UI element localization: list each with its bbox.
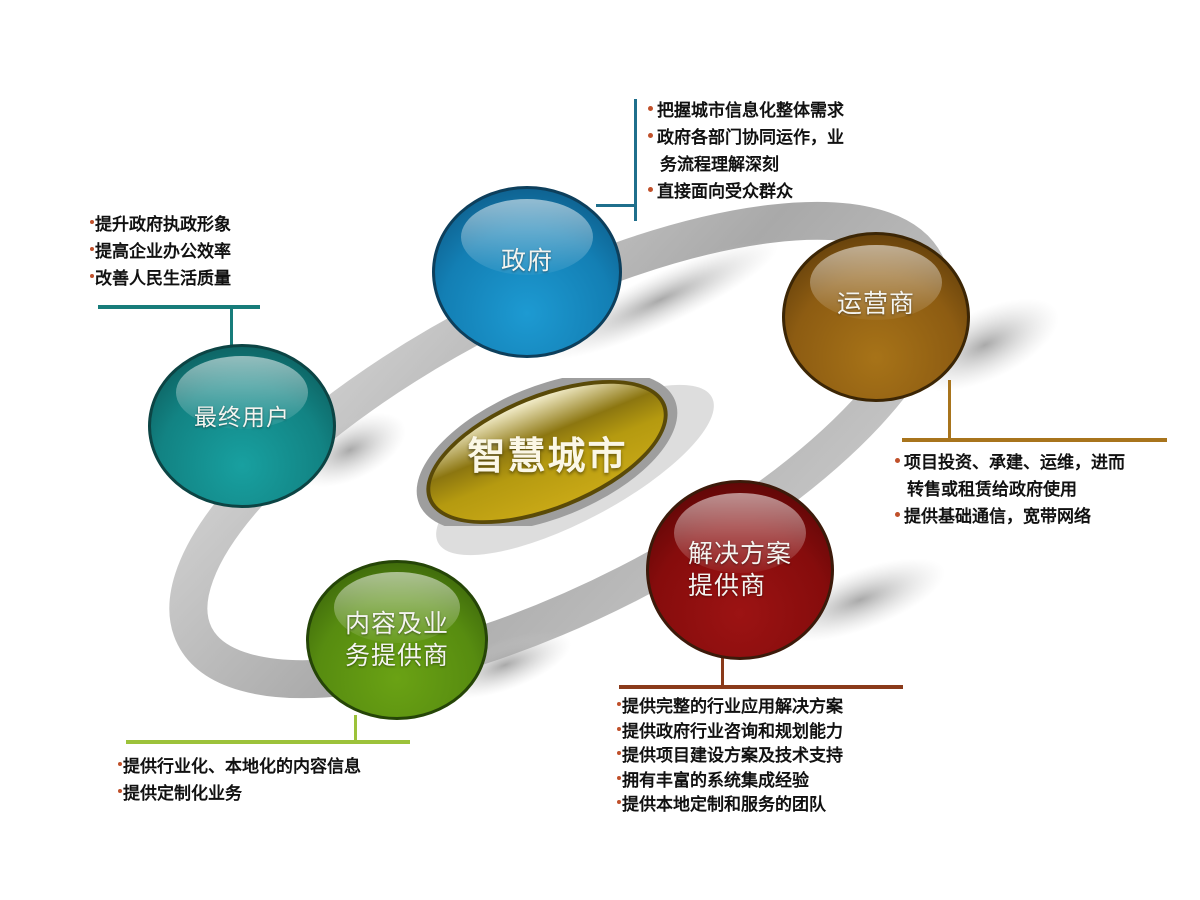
node-solution-provider: 解决方案 提供商 <box>646 480 834 660</box>
bullet-icon <box>617 800 621 804</box>
callout-item: 政府各部门协同运作，业 <box>648 125 844 152</box>
callout-text: 提供完整的行业应用解决方案 <box>622 697 843 717</box>
callout-text: 改善人民生活质量 <box>95 269 231 289</box>
bullet-icon <box>617 702 621 706</box>
bullet-icon <box>895 457 900 463</box>
callout-text: 提供本地定制和服务的团队 <box>622 795 826 815</box>
node-government: 政府 <box>432 186 622 358</box>
node-solution-provider-label: 解决方案 提供商 <box>687 539 792 600</box>
center-ellipse-shape <box>416 378 678 526</box>
callout-text-continuation: 务流程理解深刻 <box>660 155 779 175</box>
bullet-icon <box>118 789 122 793</box>
government-connector-vertical <box>634 99 637 221</box>
callout-text: 直接面向受众群众 <box>657 182 793 202</box>
callout-text: 提供项目建设方案及技术支持 <box>622 746 843 766</box>
bullet-icon <box>90 274 94 278</box>
callout-text: 提供行业化、本地化的内容信息 <box>123 757 361 777</box>
callout-text: 提供基础通信，宽带网络 <box>904 507 1091 527</box>
center-smart-city: 智慧城市 <box>405 378 690 526</box>
callout-item: 提供完整的行业应用解决方案 <box>617 695 843 720</box>
callout-operator: 项目投资、承建、运维，进而 转售或租赁给政府使用 提供基础通信，宽带网络 <box>895 450 1125 531</box>
callout-item: 提升政府执政形象 <box>90 212 231 239</box>
node-end-user-label: 最终用户 <box>194 405 290 431</box>
end-user-connector-horizontal <box>98 305 260 309</box>
callout-item: 改善人民生活质量 <box>90 266 231 293</box>
bullet-icon <box>895 511 900 517</box>
callout-item: 直接面向受众群众 <box>648 179 844 206</box>
bullet-icon <box>617 751 621 755</box>
callout-item: 提供政府行业咨询和规划能力 <box>617 720 843 745</box>
callout-text: 提高企业办公效率 <box>95 242 231 262</box>
callout-text: 项目投资、承建、运维，进而 <box>904 453 1125 473</box>
solution-connector-vertical <box>721 658 724 688</box>
callout-item: 提高企业办公效率 <box>90 239 231 266</box>
callout-item: 提供项目建设方案及技术支持 <box>617 744 843 769</box>
operator-connector-vertical <box>948 380 951 440</box>
node-government-label: 政府 <box>500 246 553 275</box>
callout-government: 把握城市信息化整体需求 政府各部门协同运作，业 务流程理解深刻 直接面向受众群众 <box>648 98 844 206</box>
callout-text-continuation: 转售或租赁给政府使用 <box>907 480 1077 500</box>
callout-item: 提供本地定制和服务的团队 <box>617 793 843 818</box>
callout-text: 提升政府执政形象 <box>95 215 231 235</box>
bullet-icon <box>648 105 653 111</box>
content-connector-vertical <box>354 715 357 743</box>
bullet-icon <box>617 775 621 780</box>
solution-connector-horizontal <box>619 685 903 689</box>
callout-content-provider: 提供行业化、本地化的内容信息 提供定制化业务 <box>118 754 361 808</box>
end-user-connector-vertical <box>230 305 233 350</box>
node-operator-label: 运营商 <box>836 289 915 318</box>
callout-item: 拥有丰富的系统集成经验 <box>617 769 843 794</box>
bullet-icon <box>118 762 122 766</box>
callout-item: 把握城市信息化整体需求 <box>648 98 844 125</box>
node-end-user: 最终用户 <box>148 344 336 508</box>
node-content-provider-label: 内容及业 务提供商 <box>344 609 449 670</box>
center-title: 智慧城市 <box>467 433 628 478</box>
bullet-icon <box>617 726 621 731</box>
callout-item: 提供行业化、本地化的内容信息 <box>118 754 361 781</box>
content-connector-horizontal <box>126 740 410 744</box>
node-content-provider: 内容及业 务提供商 <box>306 560 488 720</box>
operator-connector-horizontal <box>902 438 1167 442</box>
callout-text: 提供定制化业务 <box>123 784 242 804</box>
bullet-icon <box>648 132 653 138</box>
government-connector-horizontal <box>596 204 636 207</box>
callout-item: 提供基础通信，宽带网络 <box>895 504 1125 531</box>
bullet-icon <box>90 247 94 251</box>
callout-item: 提供定制化业务 <box>118 781 361 808</box>
node-operator: 运营商 <box>782 232 970 402</box>
callout-text: 把握城市信息化整体需求 <box>657 101 844 121</box>
bullet-icon <box>90 220 94 224</box>
callout-end-user: 提升政府执政形象 提高企业办公效率 改善人民生活质量 <box>90 212 231 293</box>
callout-text: 提供政府行业咨询和规划能力 <box>622 721 843 742</box>
callout-item: 项目投资、承建、运维，进而 <box>895 450 1125 477</box>
callout-text: 政府各部门协同运作，业 <box>657 128 844 148</box>
bullet-icon <box>648 186 653 192</box>
callout-solution-provider: 提供完整的行业应用解决方案 提供政府行业咨询和规划能力 提供项目建设方案及技术支… <box>617 695 843 818</box>
callout-text: 拥有丰富的系统集成经验 <box>622 770 809 791</box>
